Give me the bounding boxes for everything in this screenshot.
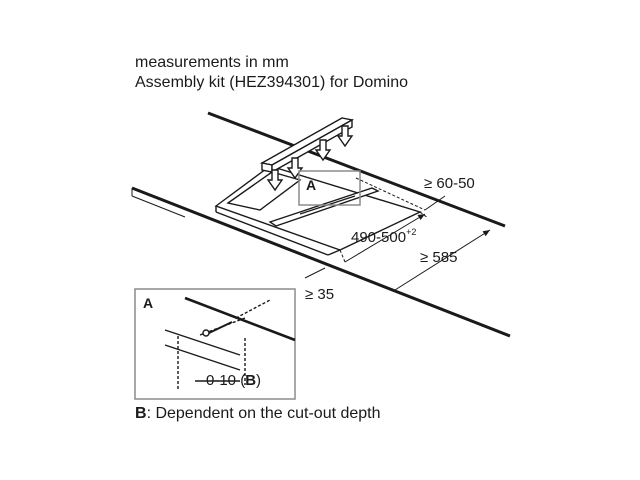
cutout bbox=[214, 165, 422, 256]
worktop bbox=[131, 111, 511, 338]
footnote-key: B bbox=[135, 405, 147, 422]
callout-frame bbox=[298, 170, 361, 206]
footnote: B: Dependent on the cut-out depth bbox=[135, 404, 381, 424]
diagram-caption: measurements in mm Assembly kit (HEZ3943… bbox=[135, 53, 408, 93]
dim-front-offset-label: ≥ 35 bbox=[305, 286, 334, 303]
dim-cutout-width-value: 490-500 bbox=[351, 229, 406, 246]
arrow-down-icon bbox=[336, 125, 354, 148]
worktop-front-edge bbox=[131, 186, 511, 338]
dim-cutout-width-label: 490-500+2 bbox=[351, 227, 416, 246]
arrow-down-icon bbox=[314, 139, 332, 162]
footnote-text: : Dependent on the cut-out depth bbox=[146, 405, 381, 422]
callout-marker: A bbox=[306, 177, 316, 193]
arrow-down-icon bbox=[266, 169, 284, 192]
screw-icon bbox=[202, 329, 210, 337]
detail-dim-label: 0-10 (B) bbox=[206, 372, 261, 389]
detail-label: A bbox=[143, 295, 153, 311]
dim-back-offset-label: ≥ 60-50 bbox=[424, 175, 475, 192]
units-note: measurements in mm bbox=[135, 54, 289, 71]
dim-cutout-width-tolerance: +2 bbox=[406, 227, 416, 237]
dim-cutout-depth bbox=[394, 229, 491, 291]
detail-panel: A 0-10 (B) bbox=[134, 288, 296, 400]
worktop-back-edge bbox=[207, 111, 506, 228]
dim-cutout-width bbox=[339, 211, 429, 263]
kit-title: Assembly kit (HEZ394301) for Domino bbox=[135, 74, 408, 91]
dim-cutout-depth-label: ≥ 585 bbox=[420, 249, 457, 266]
dim-front-offset bbox=[304, 267, 326, 279]
dim-back-offset bbox=[355, 177, 446, 211]
